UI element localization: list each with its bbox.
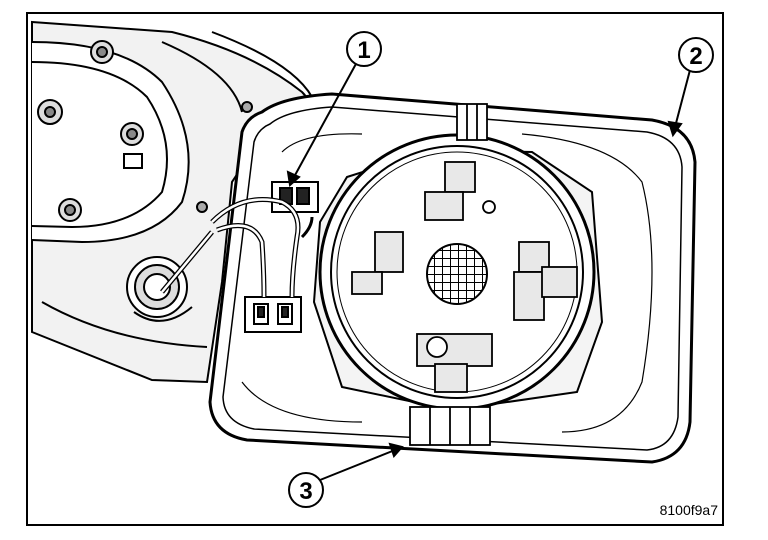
callout-2: 2 bbox=[678, 37, 714, 73]
figure-code: 8100f9a7 bbox=[660, 502, 719, 518]
wire-harness bbox=[160, 197, 314, 298]
callout-leaders bbox=[286, 61, 691, 481]
callout-3-label: 3 bbox=[299, 478, 312, 505]
diagram-frame: 1 2 3 8100f9a7 bbox=[26, 12, 724, 526]
callout-3: 3 bbox=[288, 472, 324, 508]
mirror-housing bbox=[31, 20, 313, 384]
mirror-diagram: 1 2 3 8100f9a7 bbox=[31, 20, 719, 518]
actuator-blocks bbox=[351, 161, 578, 393]
callout-1: 1 bbox=[346, 31, 382, 67]
heater-mesh bbox=[426, 243, 488, 305]
callout-1-label: 1 bbox=[357, 37, 370, 64]
clip-tabs bbox=[409, 103, 491, 446]
heater-connectors bbox=[244, 181, 319, 333]
callout-2-label: 2 bbox=[689, 43, 702, 70]
